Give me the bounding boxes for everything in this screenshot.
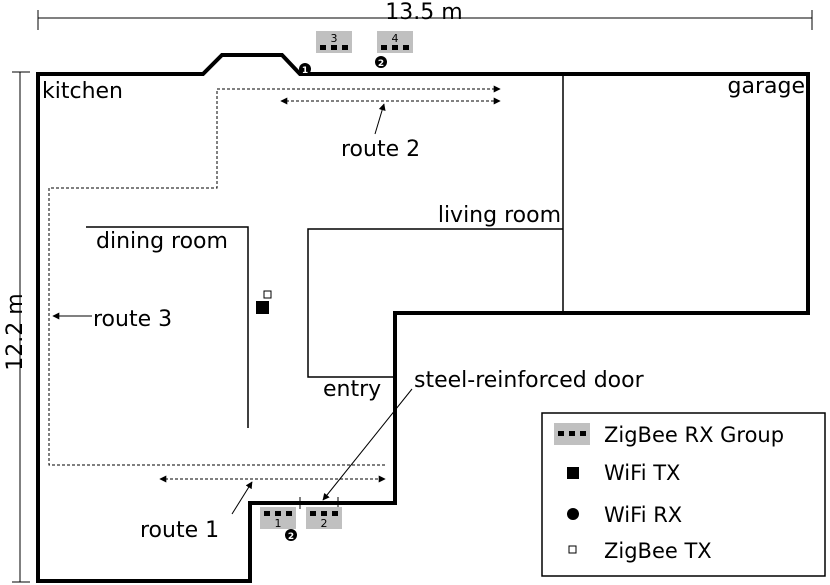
width-label: 13.5 m: [385, 0, 462, 25]
door-label: steel-reinforced door: [414, 368, 645, 393]
svg-text:2: 2: [288, 532, 294, 542]
dining-room-label: dining room: [96, 229, 228, 254]
entry-label: entry: [323, 377, 381, 402]
legend-zigbee-tx-symbol: [568, 545, 577, 554]
width-dimension: 13.5 m: [37, 0, 813, 30]
living-room-wall: [307, 228, 563, 378]
rx-group-2: 2: [306, 507, 342, 530]
height-dimension: 12.2 m: [3, 71, 30, 583]
legend-wifi-rx-symbol: [567, 508, 579, 520]
legend-wifi-tx: WiFi TX: [604, 461, 680, 485]
outer-wall: [36, 53, 810, 583]
wifi-rx-marker-1: 1: [299, 63, 311, 76]
legend-zigbee-rx-group: ZigBee RX Group: [604, 423, 784, 447]
wifi-rx-marker-2-top: 2: [375, 56, 387, 69]
legend-wifi-tx-symbol: [567, 467, 579, 479]
rx-group-3: 3: [316, 31, 352, 53]
route-3-path: [48, 85, 501, 466]
door-pointer: [322, 388, 413, 501]
route-2-pointer: [374, 103, 386, 135]
legend: ZigBee RX Group WiFi TX WiFi RX ZigBee T…: [541, 412, 826, 577]
legend-zigbee-tx: ZigBee TX: [604, 539, 712, 563]
route-1-pointer: [231, 481, 253, 515]
legend-wifi-rx: WiFi RX: [604, 503, 682, 527]
rx-group-id: 3: [331, 32, 338, 45]
rx-group-id: 4: [392, 32, 399, 45]
zigbee-tx-marker: [263, 290, 272, 299]
route-1-label: route 1: [140, 518, 219, 543]
kitchen-label: kitchen: [42, 79, 123, 104]
svg-text:1: 1: [302, 66, 308, 76]
wifi-tx-marker: [256, 301, 269, 314]
rx-group-1: 1: [260, 507, 296, 530]
route-2-label: route 2: [341, 137, 420, 162]
rx-group-id: 2: [321, 517, 328, 530]
rx-group-4: 4: [377, 31, 413, 53]
dining-room-wall: [86, 226, 249, 428]
rx-group-id: 1: [275, 517, 282, 530]
wifi-rx-marker-2-bottom: 2: [285, 529, 297, 542]
height-label: 12.2 m: [3, 293, 28, 370]
svg-text:2: 2: [378, 59, 384, 69]
route-3-label: route 3: [93, 307, 172, 332]
living-room-label: living room: [438, 203, 561, 228]
garage-label: garage: [728, 74, 805, 99]
